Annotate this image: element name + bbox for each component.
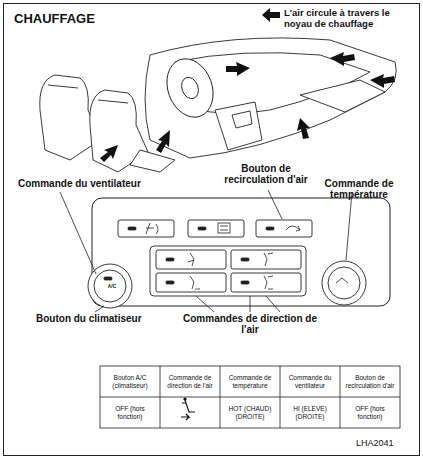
part-label: Commande du ventilateur xyxy=(18,178,168,189)
table-cell: HI (ELEVE) (DROITE) xyxy=(280,397,340,428)
table-cell: Commande de température xyxy=(220,366,280,397)
figure-code: LHA2041 xyxy=(356,438,394,448)
table-cell: Bouton de recirculation d'air xyxy=(340,366,400,397)
part-label: Commandes de direction de l'air xyxy=(180,313,320,335)
table-cell: Commande du ventilateur xyxy=(280,366,340,397)
table-cell: OFF (hors fonction) xyxy=(340,397,400,428)
knob-marking: A/C xyxy=(104,284,120,290)
diagram-title: CHAUFFAGE xyxy=(14,12,95,27)
legend-text: L'air circule à travers le noyau de chau… xyxy=(284,8,412,29)
part-label: Commande de température xyxy=(304,178,414,200)
table-cell: HOT (CHAUD) (DROITE) xyxy=(220,397,280,428)
table-cell: OFF (hors fonction) xyxy=(100,397,160,428)
table-cell: Commande de direction de l'air xyxy=(160,366,220,397)
part-label: Bouton du climatiseur xyxy=(36,313,166,324)
table-cell: Bouton A/C (climatiseur) xyxy=(100,366,160,397)
part-label: Bouton de recirculation d'air xyxy=(224,163,308,185)
